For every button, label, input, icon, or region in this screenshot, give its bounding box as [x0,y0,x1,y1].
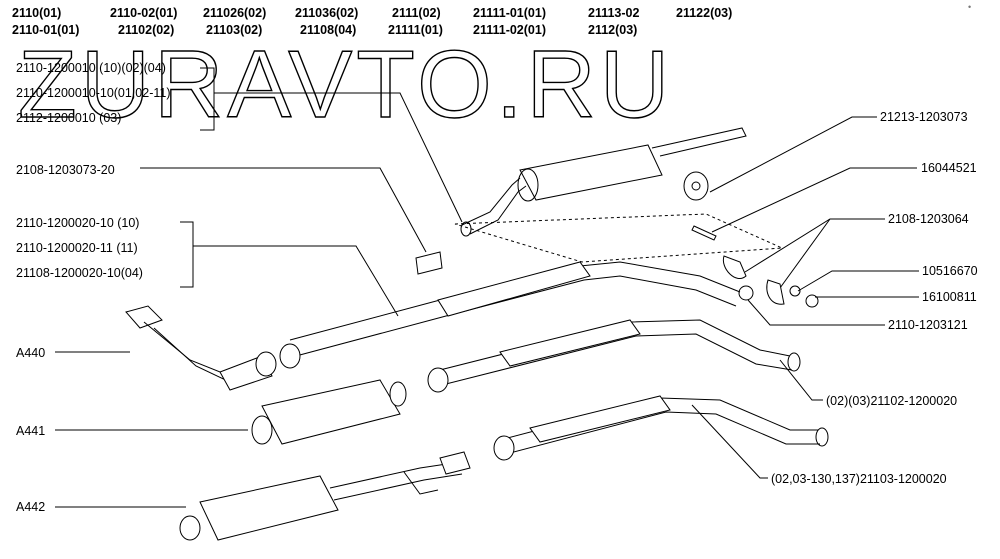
model-code: 2110-01(01) [12,23,80,37]
part-label: 2108-1203073-20 [16,163,115,177]
part-label: A441 [16,424,46,438]
model-code: 21108(04) [300,23,357,37]
model-code: 2110(01) [12,6,62,20]
model-code: 21111-01(01) [473,6,546,20]
model-code: 2110-02(01) [110,6,178,20]
part-label: 2110-1203121 [888,318,968,332]
part-label: 2108-1203064 [888,212,969,226]
part-label: 2110-1200010 (10)(02)(04) [16,61,166,75]
intermediate-pipe [279,261,741,369]
part-label: 2110-1200010-10(01,02-11) [16,86,171,100]
bolt [691,225,717,241]
model-code: 2111(02) [392,6,441,20]
front-pipe [125,305,277,391]
dashed-outline [454,213,783,263]
part-label: 21213-1203073 [880,110,968,124]
model-code: 21111-02(01) [473,23,546,37]
part-label: 10516670 [922,264,978,278]
part-label: 2112-1200010 (03) [16,111,122,125]
clamp-pad [415,251,443,275]
leader-lines [55,67,919,508]
rubber-mount [683,171,709,201]
part-label: 2110-1200020-10 (10) [16,216,140,230]
part-label: A440 [16,346,46,360]
model-code: 21122(03) [676,6,733,20]
model-code: 2112(03) [588,23,638,37]
resonator-pipe [427,319,801,393]
part-label: A442 [16,500,46,514]
part-label: 16100811 [922,290,977,304]
model-code: 211026(02) [203,6,267,20]
clamp [722,255,819,308]
catalytic-converter [179,451,471,541]
catalytic-converter [251,379,407,445]
part-label: 21108-1200020-10(04) [16,266,143,280]
rear-muffler [460,127,747,237]
part-label: (02)(03)21102-1200020 [826,394,958,408]
corner-mark: • [968,2,972,12]
model-code: 21111(01) [388,23,443,37]
resonator-pipe [493,395,829,461]
part-label: (02,03-130,137)21103-1200020 [771,472,947,486]
part-label: 16044521 [921,161,977,175]
model-code: 21113-02 [588,6,640,20]
part-label: 2110-1200020-11 (11) [16,241,138,255]
model-code: 211036(02) [295,6,359,20]
model-code: 21102(02) [118,23,175,37]
watermark-text: ZURAVTO.RU [17,31,674,138]
model-code: 21103(02) [206,23,263,37]
